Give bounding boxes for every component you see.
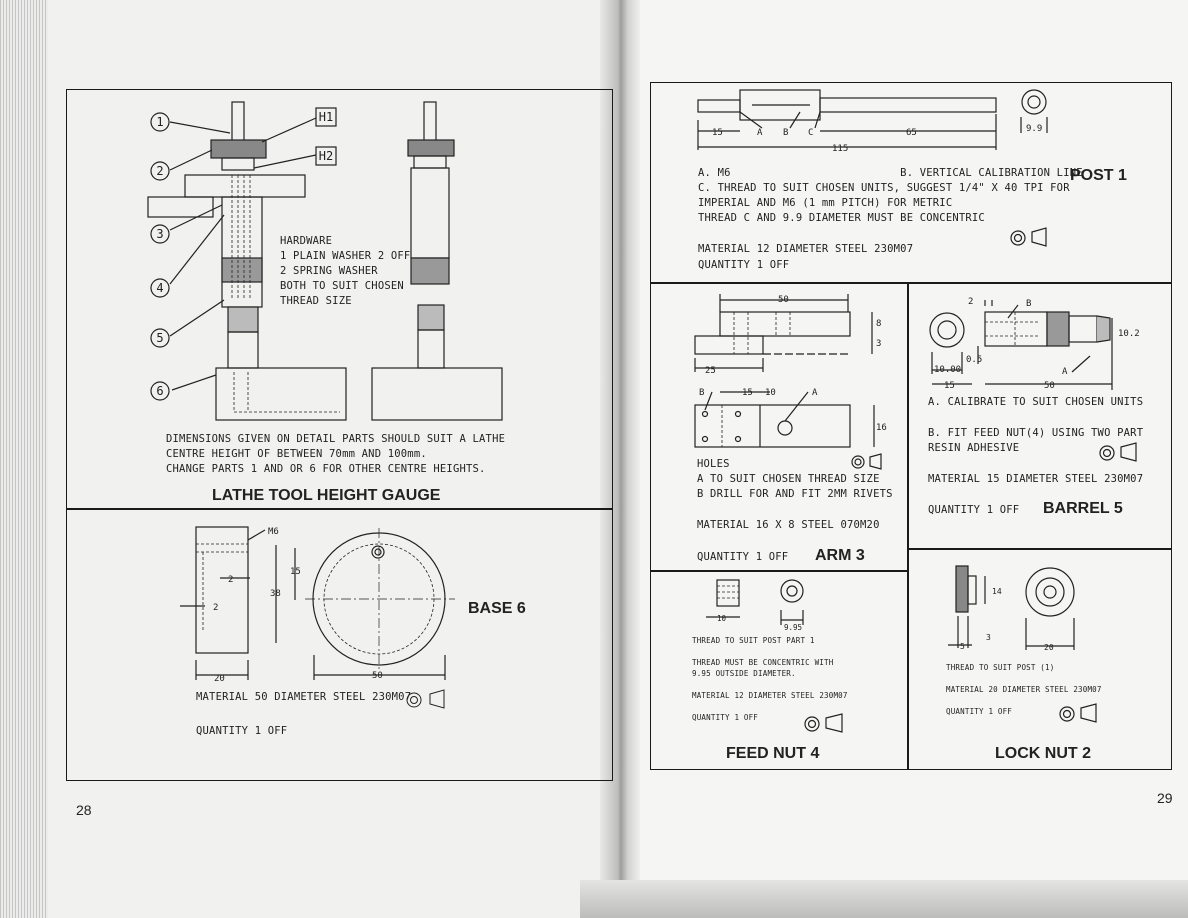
base-dim-15: 15	[290, 567, 301, 577]
base-title: BASE 6	[468, 600, 526, 617]
barrel-quantity: QUANTITY 1 OFF	[928, 504, 1020, 516]
base-dim-2a: 2	[228, 575, 233, 585]
book-gutter	[600, 0, 640, 918]
arm-material: MATERIAL 16 X 8 STEEL 070M20	[697, 519, 880, 531]
feednut-title: FEED NUT 4	[726, 745, 820, 762]
tag-h1: H1	[319, 110, 333, 124]
post-dim-15: 15	[712, 128, 723, 138]
base-dim-20: 20	[214, 674, 225, 684]
post-material: MATERIAL 12 DIAMETER STEEL 230M07	[698, 243, 914, 255]
scan-shadow	[580, 880, 1188, 918]
post-dim-9-9: 9.9	[1026, 124, 1042, 134]
barrel-dim-0-5: 0.5	[966, 355, 982, 365]
barrel-dim-10-2: 10.2	[1118, 329, 1140, 339]
callout-3: 3	[156, 227, 163, 241]
barrel-material: MATERIAL 15 DIAMETER STEEL 230M07	[928, 473, 1144, 485]
arm-dim-8: 8	[876, 319, 881, 329]
arm-dim-16: 16	[876, 423, 887, 433]
page-number-right: 29	[1157, 790, 1173, 806]
locknut-dim-20: 20	[1044, 643, 1054, 652]
post-label-b: B	[783, 128, 788, 138]
arm-label-a: A	[812, 388, 818, 398]
arm-dim-10: 10	[765, 388, 776, 398]
arm-notes: HOLES A TO SUIT CHOSEN THREAD SIZE B DRI…	[697, 458, 893, 500]
barrel-label-b: B	[1026, 299, 1031, 309]
barrel-note-b: B. FIT FEED NUT(4) USING TWO PART RESIN …	[928, 427, 1144, 454]
base-dim-2b: 2	[213, 603, 218, 613]
base-quantity: QUANTITY 1 OFF	[196, 725, 288, 737]
barrel-dim-50: 50	[1044, 381, 1055, 391]
page-edges	[0, 0, 48, 918]
barrel-dim-2: 2	[968, 297, 973, 307]
callout-4: 4	[156, 281, 163, 295]
callout-2: 2	[156, 164, 163, 178]
barrel-dim-10: 10.00	[934, 365, 961, 375]
base-dim-38: 38	[270, 589, 281, 599]
barrel-label-a: A	[1062, 367, 1068, 377]
right-divider-right	[907, 548, 1172, 550]
locknut-title: LOCK NUT 2	[995, 745, 1091, 762]
callout-1: 1	[156, 115, 163, 129]
post-quantity: QUANTITY 1 OFF	[698, 259, 790, 271]
callout-5: 5	[156, 331, 163, 345]
gauge-title: LATHE TOOL HEIGHT GAUGE	[212, 487, 441, 504]
tag-h2: H2	[319, 149, 333, 163]
post-label-c: C	[808, 128, 813, 138]
feednut-dim-9-95: 9.95	[784, 623, 802, 632]
barrel-note-a: A. CALIBRATE TO SUIT CHOSEN UNITS	[928, 396, 1144, 408]
arm-title: ARM 3	[815, 547, 865, 564]
dimensions-note: DIMENSIONS GIVEN ON DETAIL PARTS SHOULD …	[166, 433, 506, 475]
right-divider-left	[650, 570, 908, 572]
arm-quantity: QUANTITY 1 OFF	[697, 551, 789, 563]
feednut-dim-10: 10	[717, 614, 727, 623]
locknut-dim-5: 5	[960, 642, 965, 651]
locknut-notes: THREAD TO SUIT POST (1) MATERIAL 20 DIAM…	[946, 663, 1102, 716]
callout-6: 6	[156, 384, 163, 398]
left-divider	[66, 508, 613, 510]
base-material: MATERIAL 50 DIAMETER STEEL 230M07	[196, 691, 412, 703]
hardware-note: HARDWARE 1 PLAIN WASHER 2 OFF 2 SPRING W…	[280, 235, 411, 307]
locknut-dim-3: 3	[986, 633, 991, 642]
post-notes: A. M6 B. VERTICAL CALIBRATION LINE C. TH…	[698, 167, 1083, 224]
arm-dim-25: 25	[705, 366, 716, 376]
locknut-dim-14: 14	[992, 587, 1002, 596]
base-label-m6: M6	[268, 527, 279, 537]
arm-dim-15: 15	[742, 388, 753, 398]
barrel-title: BARREL 5	[1043, 500, 1123, 517]
gauge-assembly-drawing: 1 2 3 4 5 6 H1 H2	[147, 101, 503, 421]
base-dim-50: 50	[372, 671, 383, 681]
right-frame	[650, 82, 1172, 770]
post-label-a: A	[757, 128, 763, 138]
arm-dim-3: 3	[876, 339, 881, 349]
page-number-left: 28	[76, 802, 92, 818]
post-dim-115: 115	[832, 144, 848, 154]
post-title: POST 1	[1070, 167, 1127, 184]
right-divider-vertical	[907, 282, 909, 770]
base-drawing: M6 15 38 2 2 20 50	[180, 526, 455, 709]
left-page	[0, 0, 610, 918]
barrel-dim-15: 15	[944, 381, 955, 391]
arm-label-b: B	[699, 388, 704, 398]
post-dim-65: 65	[906, 128, 917, 138]
feednut-notes: THREAD TO SUIT POST PART 1 THREAD MUST B…	[692, 636, 848, 722]
right-divider-top	[650, 282, 1172, 284]
left-frame	[66, 89, 613, 781]
arm-dim-50: 50	[778, 295, 789, 305]
